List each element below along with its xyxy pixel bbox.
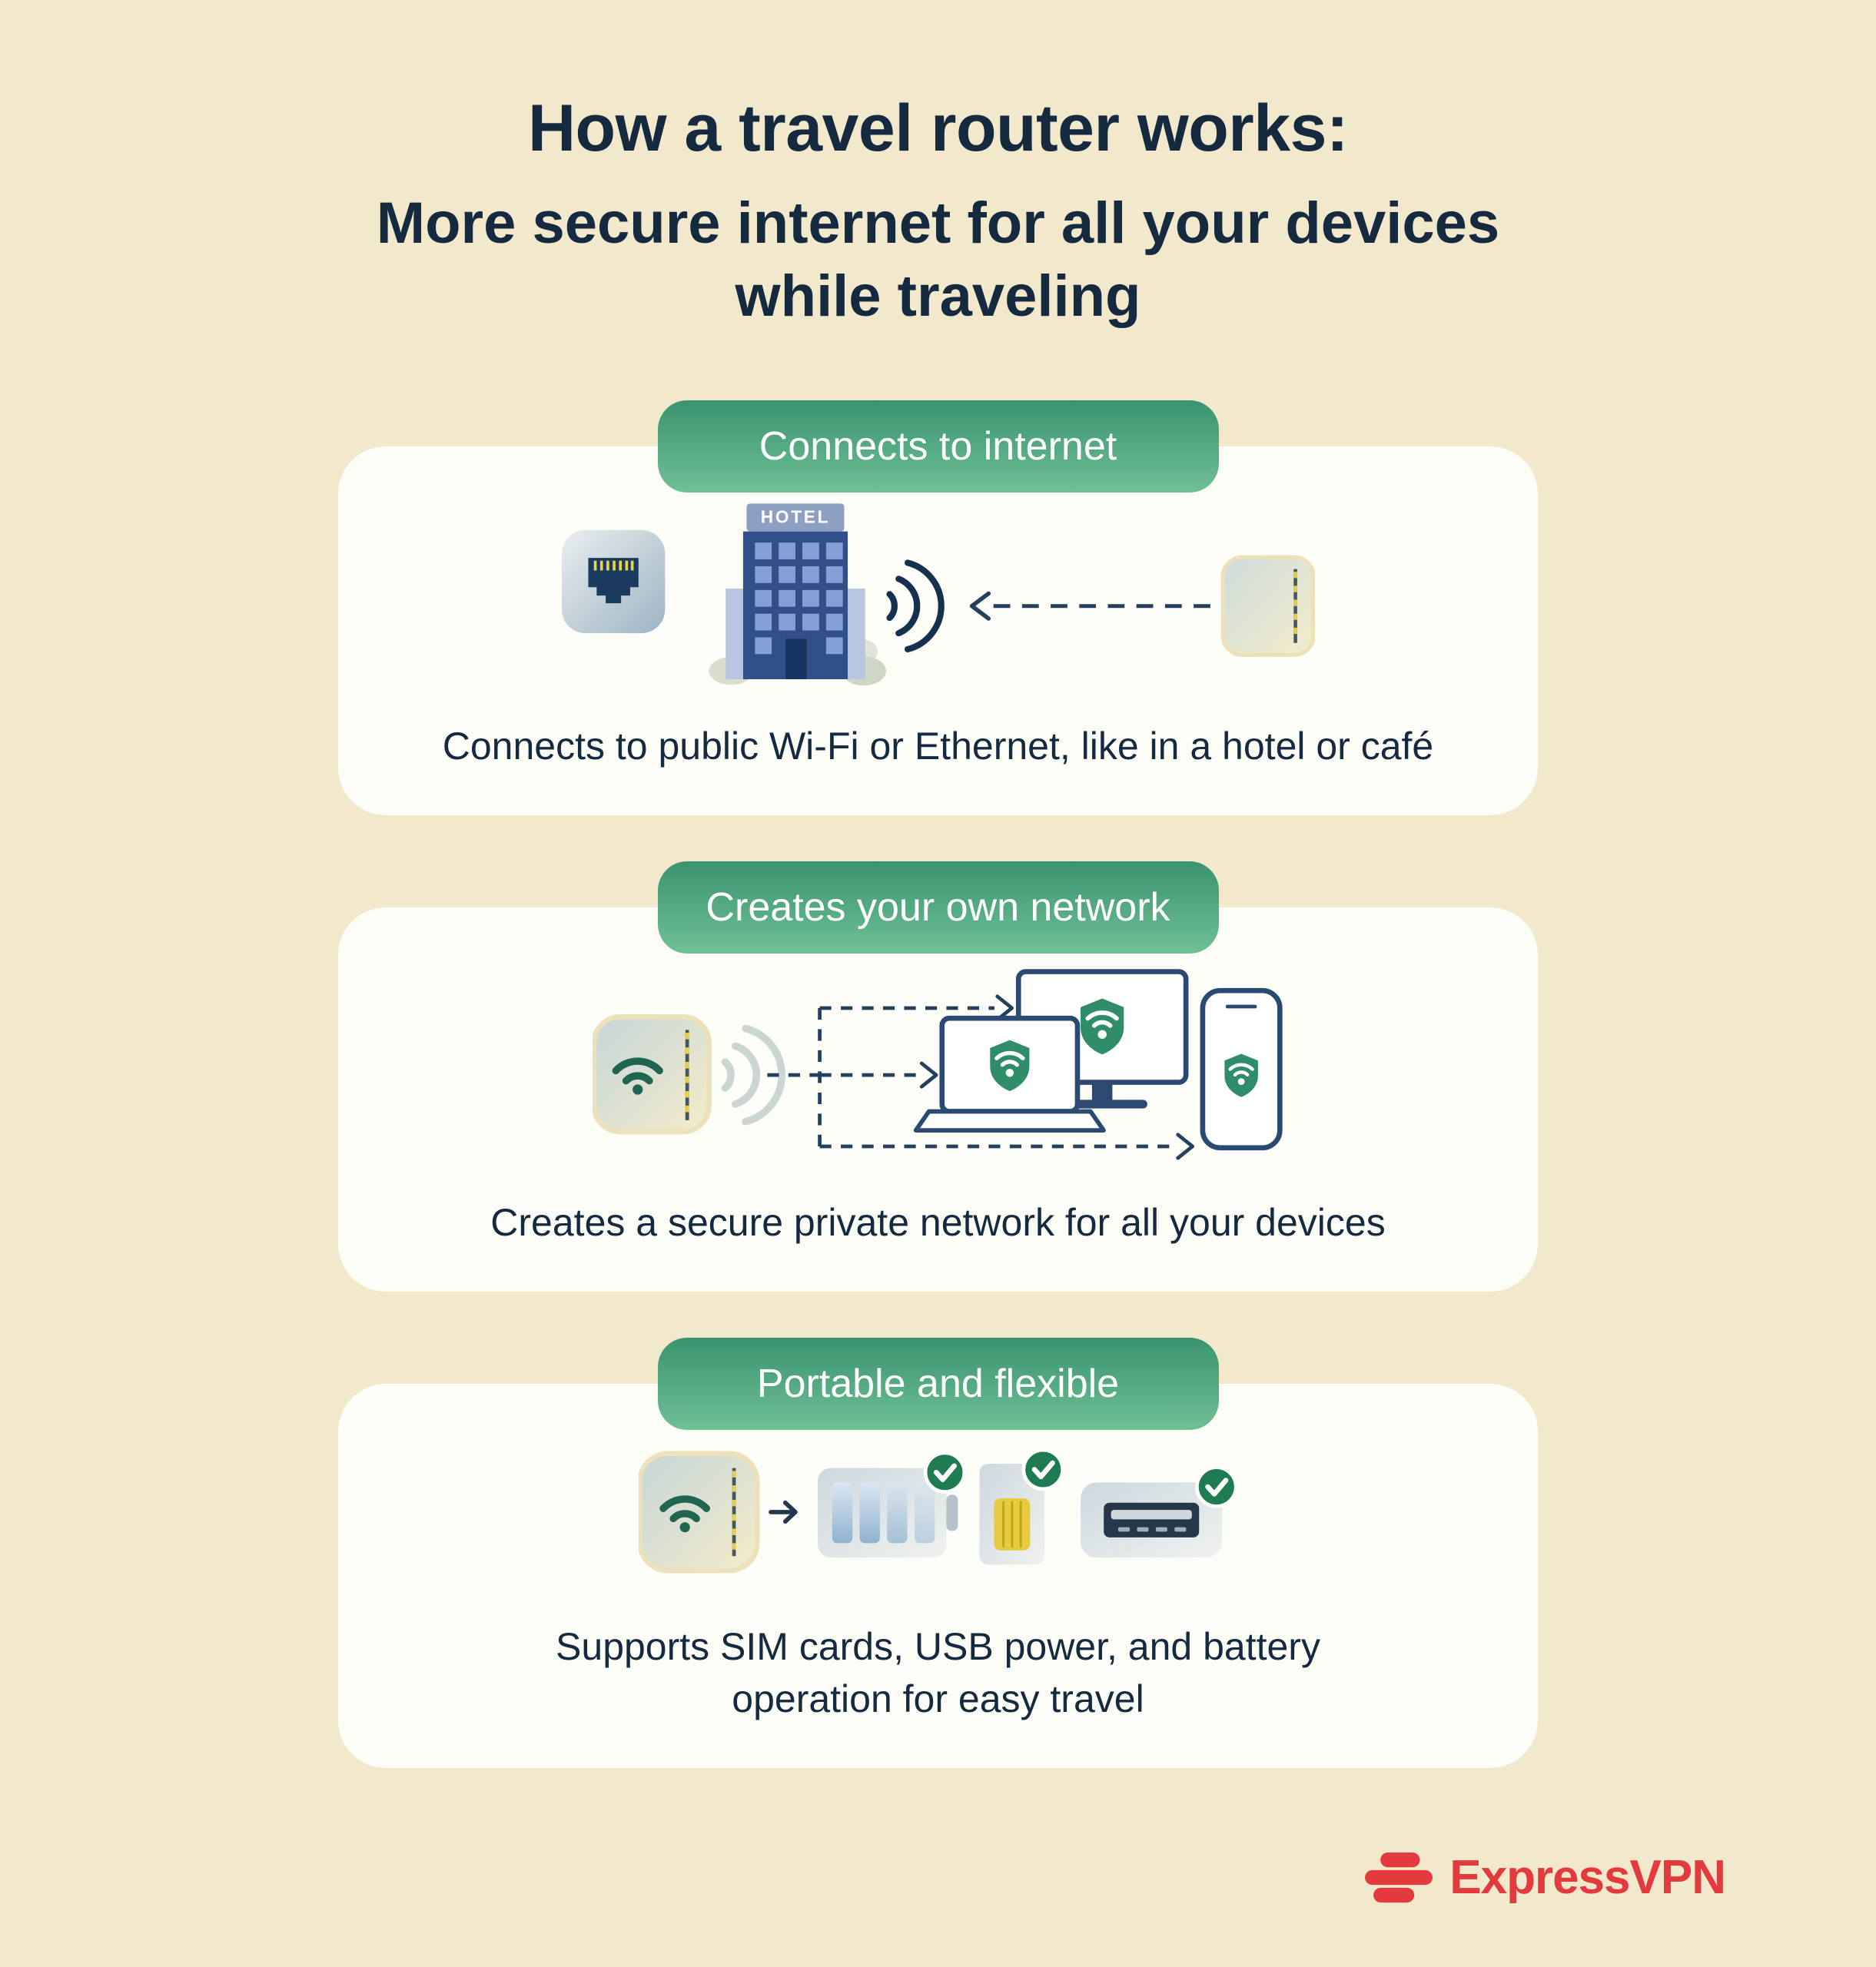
brand-wordmark: ExpressVPN xyxy=(1449,1851,1726,1904)
footer: ExpressVPN xyxy=(1365,1850,1726,1905)
section-header-badge: Connects to internet xyxy=(657,400,1219,493)
section-header-badge: Creates your own network xyxy=(657,861,1219,954)
section-card: Creates a secure private network for all… xyxy=(338,907,1538,1292)
section-header-badge: Portable and flexible xyxy=(657,1338,1219,1430)
section-card: Supports SIM cards, USB power, and batte… xyxy=(338,1384,1538,1768)
usb-port-icon xyxy=(1080,1468,1236,1558)
travel-router-icon xyxy=(638,1451,759,1574)
laptop-icon xyxy=(913,1015,1106,1133)
network-dashed-lines xyxy=(766,994,1194,1160)
section-creates-your-own-network: Creates your own network xyxy=(338,861,1538,1292)
hotel-door xyxy=(785,639,807,680)
router-wifi-glyph xyxy=(612,1057,663,1095)
travel-router-icon xyxy=(1220,555,1315,658)
hotel-building-icon: HOTEL xyxy=(708,503,886,686)
arrow-right-icon xyxy=(768,1501,798,1524)
sim-card-icon xyxy=(979,1451,1062,1566)
ethernet-port-icon xyxy=(561,530,665,634)
page-title: How a travel router works: xyxy=(527,91,1349,165)
router-wifi-glyph xyxy=(659,1495,710,1533)
arrowhead-to-phone xyxy=(1175,1133,1194,1160)
check-badge-icon xyxy=(1197,1468,1236,1507)
section-portable-and-flexible: Portable and flexible xyxy=(338,1338,1538,1768)
section-caption: Connects to public Wi-Fi or Ethernet, li… xyxy=(442,724,1434,768)
expressvpn-logo-icon xyxy=(1365,1852,1433,1902)
connects-illustration: HOTEL xyxy=(561,503,1315,686)
section-card: HOTEL xyxy=(338,446,1538,815)
battery-icon xyxy=(817,1453,965,1558)
arrowhead-to-laptop xyxy=(919,1061,938,1089)
portable-illustration xyxy=(638,1428,1238,1574)
hotel-windows xyxy=(754,542,843,655)
section-header-label: Connects to internet xyxy=(759,424,1117,469)
dashed-arrow-left xyxy=(969,591,1210,622)
page-subtitle: More secure internet for all your device… xyxy=(376,191,1500,329)
check-badge-icon xyxy=(925,1453,965,1492)
hotel-sign-label: HOTEL xyxy=(760,507,829,527)
sections-container: Connects to internet xyxy=(338,400,1538,1768)
section-connects-to-internet: Connects to internet xyxy=(338,400,1538,815)
network-illustration xyxy=(592,969,1283,1160)
check-badge-icon xyxy=(1023,1451,1062,1490)
title-block: How a travel router works: More secure i… xyxy=(0,0,1876,333)
signal-arcs-icon xyxy=(721,1024,785,1126)
section-caption: Creates a secure private network for all… xyxy=(490,1200,1386,1244)
phone-icon xyxy=(1200,987,1283,1150)
section-header-label: Creates your own network xyxy=(706,885,1170,930)
section-caption: Supports SIM cards, USB power, and batte… xyxy=(556,1625,1320,1720)
section-header-label: Portable and flexible xyxy=(756,1362,1120,1406)
travel-router-icon xyxy=(592,1013,712,1135)
wifi-waves-icon xyxy=(885,559,945,653)
